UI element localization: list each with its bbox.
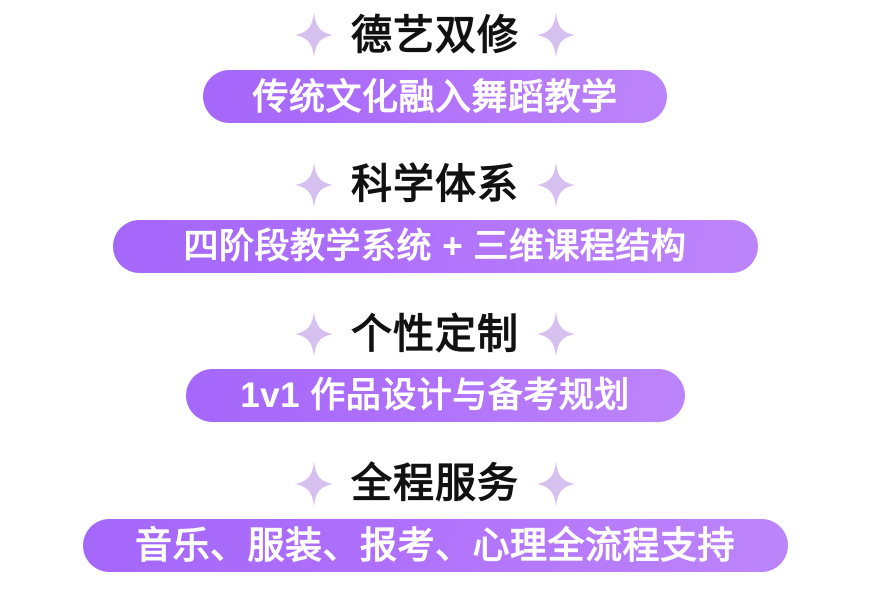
feature-pill-label: 四阶段教学系统 + 三维课程结构 <box>183 226 687 266</box>
heading-row-4: 全程服务 <box>295 455 575 513</box>
feature-pill-label: 音乐、服装、报考、心理全流程支持 <box>135 524 735 566</box>
sparkle-icon <box>295 12 333 58</box>
feature-pill-label: 传统文化融入舞蹈教学 <box>252 75 618 117</box>
feature-block-4: 全程服务 音乐、服装、报考、心理全流程支持 <box>0 455 870 604</box>
section-heading: 科学体系 <box>351 161 519 207</box>
heading-row-2: 科学体系 <box>295 156 575 214</box>
sparkle-icon <box>295 161 333 208</box>
section-heading: 德艺双修 <box>351 11 519 58</box>
feature-pill-4: 音乐、服装、报考、心理全流程支持 <box>82 518 788 572</box>
sparkle-icon <box>295 460 333 507</box>
feature-pill-3: 1v1 作品设计与备考规划 <box>185 369 685 422</box>
sparkle-icon <box>537 12 575 58</box>
feature-block-3: 个性定制 1v1 作品设计与备考规划 <box>0 305 870 455</box>
heading-row-1: 德艺双修 <box>295 6 575 64</box>
section-heading: 全程服务 <box>351 460 519 506</box>
feature-pill-label: 1v1 作品设计与备考规划 <box>240 376 630 415</box>
sparkle-icon <box>537 311 575 357</box>
feature-block-1: 德艺双修 传统文化融入舞蹈教学 <box>0 6 870 156</box>
sparkle-icon <box>537 460 575 507</box>
section-heading: 个性定制 <box>351 310 519 357</box>
sparkle-icon <box>295 311 333 357</box>
sparkle-icon <box>537 161 575 208</box>
feature-block-2: 科学体系 四阶段教学系统 + 三维课程结构 <box>0 156 870 306</box>
feature-pill-2: 四阶段教学系统 + 三维课程结构 <box>112 219 758 273</box>
heading-row-3: 个性定制 <box>295 305 575 363</box>
feature-pill-1: 传统文化融入舞蹈教学 <box>203 70 667 123</box>
